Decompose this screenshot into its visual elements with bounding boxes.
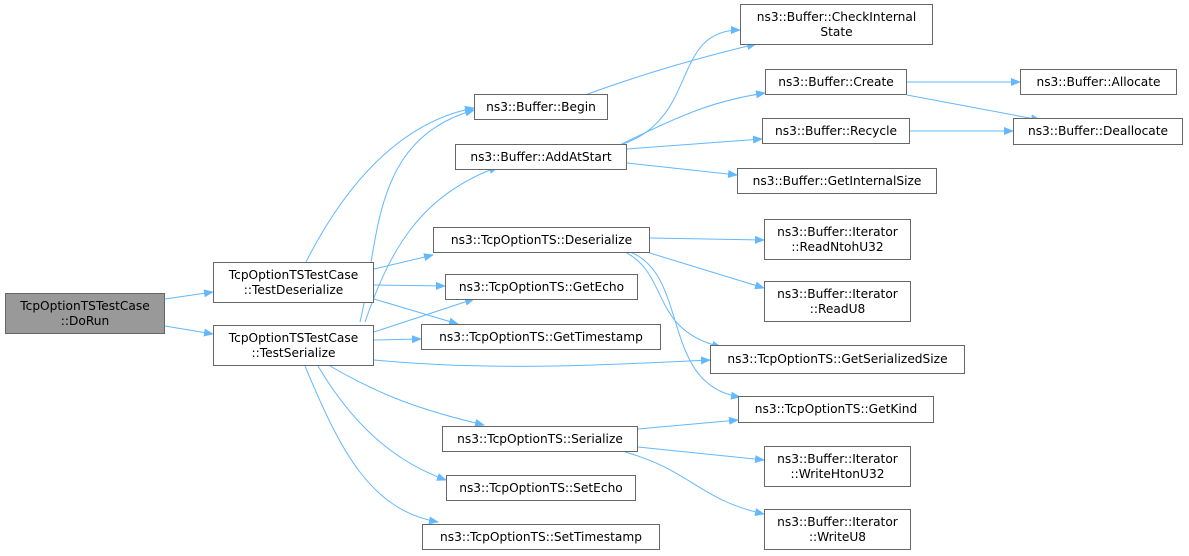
- edge-deserialize-readntohu32: [649, 235, 765, 244]
- node-buffer-begin[interactable]: ns3::Buffer::Begin: [474, 94, 608, 120]
- edge-addatstart-recycle: [626, 135, 763, 150]
- node-buffer-recycle[interactable]: ns3::Buffer::Recycle: [762, 118, 910, 144]
- edge-testserialize-settimestamp: [304, 365, 439, 525]
- edge-addatstart-create: [619, 90, 766, 146]
- edge-testdeserialize-gettimestamp: [373, 298, 459, 326]
- node-tcpoptionts-gettimestamp[interactable]: ns3::TcpOptionTS::GetTimestamp: [421, 324, 661, 350]
- edge-testserialize-setecho: [317, 365, 447, 481]
- edge-testserialize-getecho: [373, 298, 475, 333]
- edge-serialize-writehtonu32: [637, 446, 765, 464]
- edge-testdeserialize-deserialize: [373, 253, 434, 270]
- edge-begin-checkinternalstate: [584, 42, 757, 96]
- node-buffer-checkinternalstate[interactable]: ns3::Buffer::CheckInternal State: [740, 4, 933, 45]
- edge-testdeserialize-begin: [305, 105, 475, 263]
- node-buffer-iterator-writeu8[interactable]: ns3::Buffer::Iterator ::WriteU8: [764, 509, 911, 550]
- node-tcpoptionts-getserializedsize[interactable]: ns3::TcpOptionTS::GetSerializedSize: [710, 345, 965, 374]
- edge-addatstart-getinternalsize: [626, 162, 738, 179]
- edge-deserialize-readu8: [639, 249, 765, 290]
- edge-serialize-writeu8: [624, 451, 765, 516]
- node-buffer-deallocate[interactable]: ns3::Buffer::Deallocate: [1013, 118, 1183, 145]
- edge-deserialize-getserializedsize: [624, 251, 722, 349]
- edge-testserialize-serialize: [329, 365, 485, 427]
- node-buffer-iterator-readu8[interactable]: ns3::Buffer::Iterator ::ReadU8: [764, 281, 911, 322]
- node-testcase-testdeserialize[interactable]: TcpOptionTSTestCase ::TestDeserialize: [213, 262, 374, 303]
- node-tcpoptionts-deserialize[interactable]: ns3::TcpOptionTS::Deserialize: [433, 227, 650, 253]
- edge-deserialize-getkind: [629, 251, 741, 400]
- node-tcpoptionts-setecho[interactable]: ns3::TcpOptionTS::SetEcho: [446, 475, 636, 501]
- node-tcpoptionts-serialize[interactable]: ns3::TcpOptionTS::Serialize: [442, 426, 638, 452]
- node-testcase-testserialize[interactable]: TcpOptionTSTestCase ::TestSerialize: [213, 325, 374, 366]
- edge-dorun-testdeserialize: [164, 289, 214, 300]
- edge-serialize-getkind: [637, 416, 739, 430]
- edge-testdeserialize-getecho: [373, 281, 446, 290]
- node-buffer-addatstart[interactable]: ns3::Buffer::AddAtStart: [455, 144, 627, 170]
- edge-testserialize-addatstart: [364, 166, 499, 323]
- node-tcpoptionts-getkind[interactable]: ns3::TcpOptionTS::GetKind: [738, 396, 934, 423]
- edge-dorun-testserialize: [164, 325, 214, 337]
- edge-addatstart-checkinternalstate: [619, 26, 741, 146]
- node-tcpoptionts-settimestamp[interactable]: ns3::TcpOptionTS::SetTimestamp: [422, 524, 660, 550]
- node-testcase-dorun: TcpOptionTSTestCase ::DoRun: [5, 293, 165, 334]
- node-tcpoptionts-getecho[interactable]: ns3::TcpOptionTS::GetEcho: [445, 274, 638, 300]
- node-buffer-iterator-writehtonu32[interactable]: ns3::Buffer::Iterator ::WriteHtonU32: [764, 446, 911, 487]
- node-buffer-create[interactable]: ns3::Buffer::Create: [765, 69, 907, 95]
- edge-testserialize-gettimestamp: [373, 335, 422, 344]
- edge-create-deallocate: [906, 94, 1041, 123]
- node-buffer-getinternalsize[interactable]: ns3::Buffer::GetInternalSize: [737, 168, 937, 194]
- edge-testserialize-getserializedsize: [373, 356, 711, 367]
- node-buffer-iterator-readntohu32[interactable]: ns3::Buffer::Iterator ::ReadNtohU32: [764, 219, 911, 260]
- node-buffer-allocate[interactable]: ns3::Buffer::Allocate: [1020, 69, 1177, 95]
